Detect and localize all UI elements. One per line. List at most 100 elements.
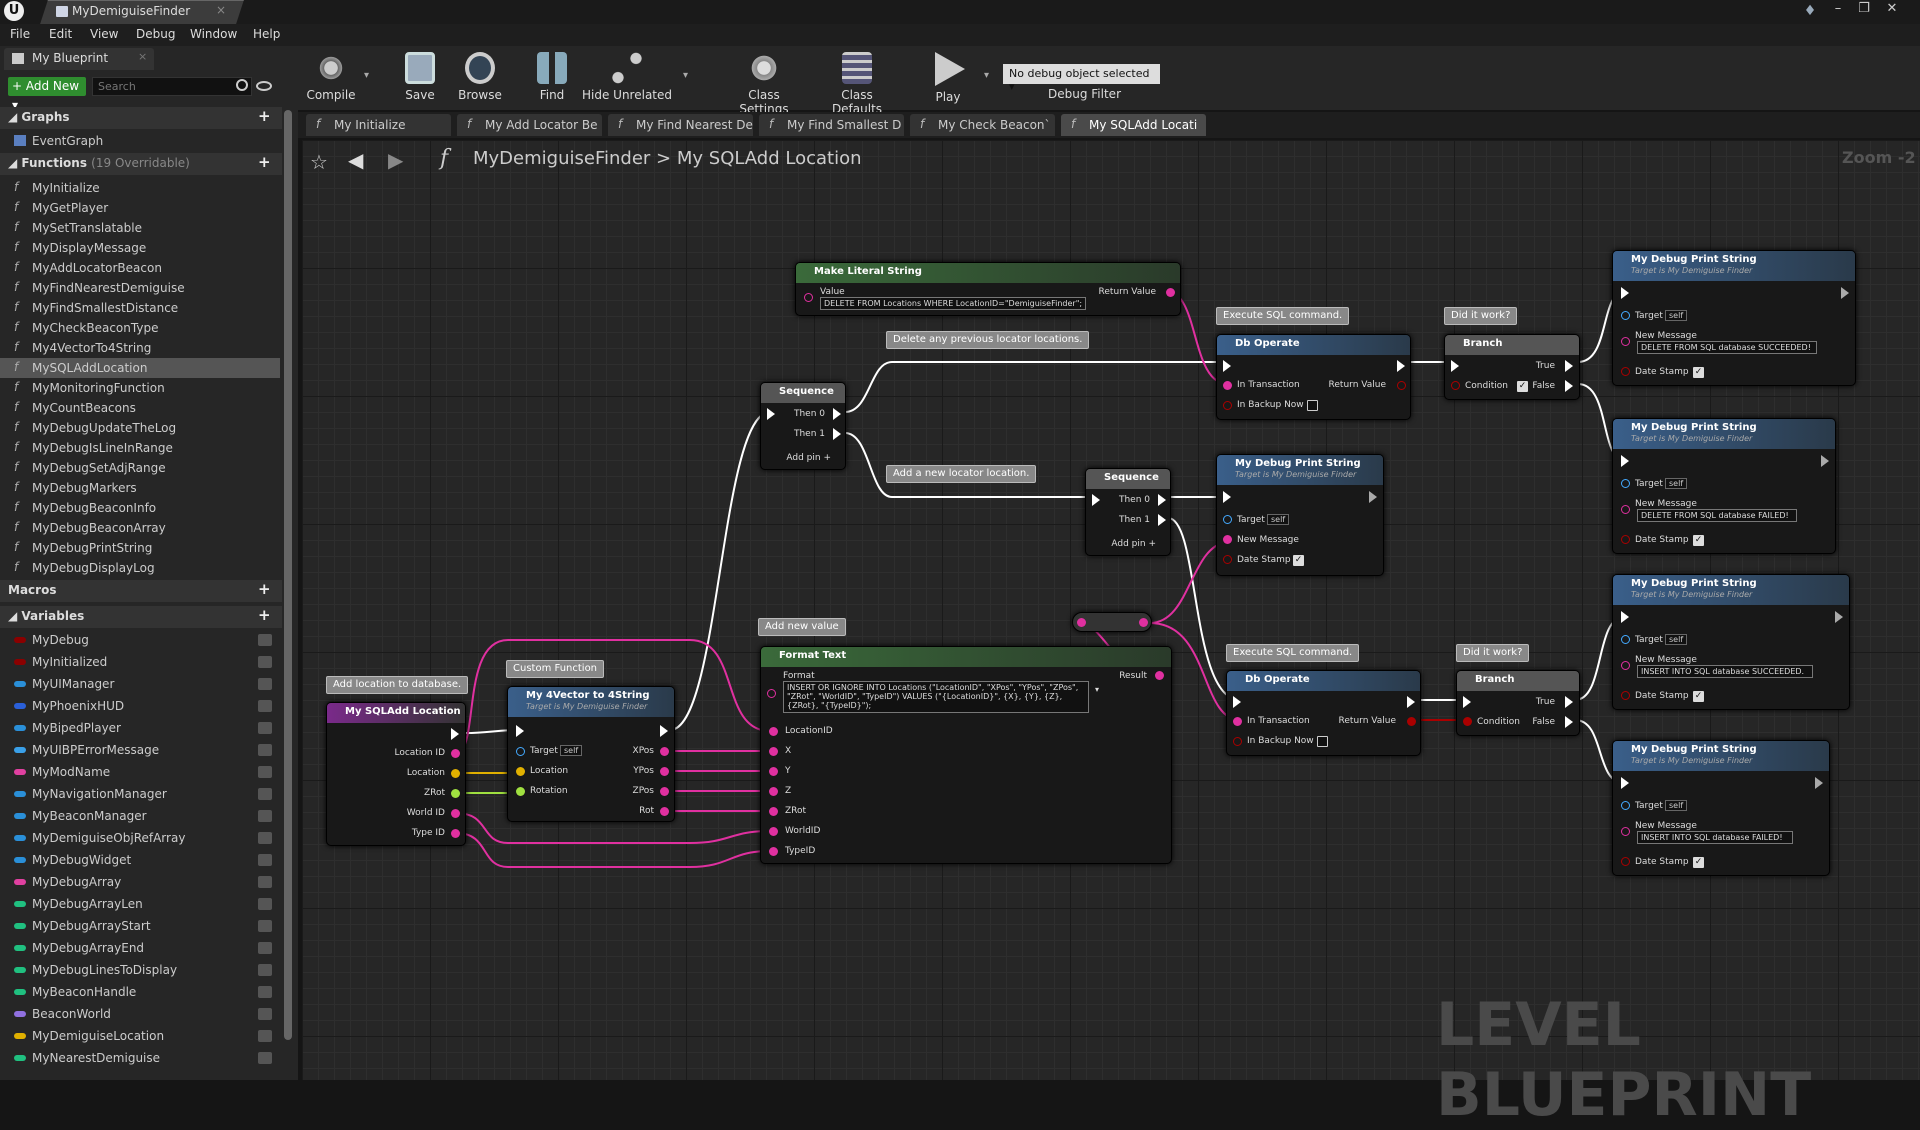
date-stamp-checkbox[interactable]: ✓ (1693, 857, 1704, 868)
variable-visibility-eye-icon[interactable] (258, 1030, 272, 1042)
variable-item[interactable]: MyDebugLinesToDisplay (0, 960, 280, 980)
exec-out-pin[interactable] (451, 728, 459, 740)
exec-in-pin[interactable] (1621, 287, 1629, 299)
variable-visibility-eye-icon[interactable] (258, 854, 272, 866)
pin-dot[interactable] (1166, 288, 1175, 297)
variable-item[interactable]: MyDemiguiseLocation (0, 1026, 280, 1046)
date-stamp-checkbox[interactable]: ✓ (1693, 535, 1704, 546)
pin-dot[interactable] (660, 767, 669, 776)
comment-custom-function[interactable]: Custom Function (506, 660, 605, 678)
find-button[interactable]: Find (532, 52, 572, 102)
pin-dot[interactable] (1155, 671, 1164, 680)
variable-visibility-eye-icon[interactable] (258, 722, 272, 734)
in-backup-now-checkbox[interactable] (1317, 736, 1328, 747)
add-pin-button[interactable]: Add pin + (1111, 539, 1156, 549)
function-item[interactable]: MyDebugBeaconArray (0, 518, 280, 538)
pin-dot[interactable] (1621, 827, 1630, 836)
debug-object-select[interactable]: No debug object selected ▾ (1003, 64, 1160, 93)
node-entry-my-sqladd-location[interactable]: My SQLAdd Location Location ID Location … (326, 702, 466, 846)
node-sequence-1[interactable]: Sequence Then 0 Then 1 Add pin + (760, 382, 846, 470)
pin-dot[interactable] (1223, 381, 1232, 390)
comment-did-it-work-1[interactable]: Did it work? (1444, 307, 1518, 325)
comment-add-new-value[interactable]: Add new value (758, 618, 846, 636)
add-graph-plus-icon[interactable]: + (258, 107, 271, 125)
self-value[interactable]: self (1665, 634, 1688, 645)
minimize-icon[interactable]: – (1834, 1, 1842, 16)
pin-dot[interactable] (769, 807, 778, 816)
condition-checkbox[interactable]: ✓ (1517, 381, 1528, 392)
add-pin-button[interactable]: Add pin + (786, 453, 831, 463)
variable-visibility-eye-icon[interactable] (258, 810, 272, 822)
function-item[interactable]: MyDebugBeaconInfo (0, 498, 280, 518)
message-input[interactable]: DELETE FROM SQL database SUCCEEDED! (1637, 341, 1817, 354)
pin-dot[interactable] (1621, 635, 1630, 644)
pin-dot[interactable] (660, 747, 669, 756)
feedback-icon[interactable]: ♦ (1803, 3, 1817, 19)
menu-view[interactable]: View (90, 27, 119, 41)
pin-dot[interactable] (1621, 801, 1630, 810)
node-branch-2[interactable]: Branch True Condition False (1456, 670, 1580, 736)
function-item[interactable]: MyCountBeacons (0, 398, 280, 418)
self-value[interactable]: self (1665, 310, 1688, 321)
comment-delete-previous[interactable]: Delete any previous locator locations. (886, 331, 1090, 349)
pin-dot[interactable] (1451, 381, 1460, 390)
date-stamp-checkbox[interactable]: ✓ (1693, 367, 1704, 378)
message-input[interactable]: DELETE FROM SQL database FAILED! (1637, 509, 1797, 522)
breadcrumb-root[interactable]: MyDemiguiseFinder (473, 148, 651, 169)
variable-visibility-eye-icon[interactable] (258, 920, 272, 932)
pin-dot[interactable] (660, 787, 669, 796)
exec-in-pin[interactable] (1092, 494, 1100, 506)
variable-item[interactable]: MyDebug (0, 630, 280, 650)
exec-in-pin[interactable] (767, 408, 775, 420)
exec-out-pin[interactable] (1565, 380, 1573, 392)
forward-arrow-icon[interactable]: ▶ (388, 148, 404, 172)
variable-visibility-eye-icon[interactable] (258, 986, 272, 998)
variable-item[interactable]: MyBipedPlayer (0, 718, 280, 738)
menu-edit[interactable]: Edit (49, 27, 73, 41)
date-stamp-checkbox[interactable]: ✓ (1693, 691, 1704, 702)
format-text-input[interactable]: INSERT OR IGNORE INTO Locations ("Locati… (783, 681, 1089, 713)
menu-help[interactable]: Help (253, 27, 281, 41)
menu-file[interactable]: File (10, 27, 31, 41)
compile-button[interactable]: Compile (306, 52, 356, 102)
exec-out-pin[interactable] (833, 428, 841, 440)
function-item[interactable]: MySetTranslatable (0, 218, 280, 238)
play-button[interactable]: Play (925, 52, 971, 104)
comment-add-location[interactable]: Add location to database. (326, 676, 469, 694)
node-branch-1[interactable]: Branch True Condition ✓ False (1444, 334, 1580, 400)
exec-in-pin[interactable] (1621, 455, 1629, 467)
menu-debug[interactable]: Debug (136, 27, 176, 41)
variable-visibility-eye-icon[interactable] (258, 656, 272, 668)
variable-item[interactable]: MyDebugArray (0, 872, 280, 892)
reroute-node[interactable] (1072, 612, 1152, 632)
variable-item[interactable]: MyModName (0, 762, 280, 782)
pin-dot[interactable] (1077, 618, 1086, 627)
exec-out-pin[interactable] (660, 725, 668, 737)
pin-dot[interactable] (1139, 618, 1148, 627)
menu-window[interactable]: Window (190, 27, 238, 41)
format-expand-chevron-icon[interactable]: ▾ (1095, 685, 1100, 694)
pin-dot[interactable] (1463, 717, 1472, 726)
variable-item[interactable]: MyInitialized (0, 652, 280, 672)
variable-visibility-eye-icon[interactable] (258, 788, 272, 800)
hide-unrelated-chevron-icon[interactable]: ▾ (683, 70, 689, 81)
pin-dot[interactable] (1621, 691, 1630, 700)
pin-dot[interactable] (1233, 737, 1242, 746)
self-value[interactable]: self (1267, 514, 1290, 525)
variable-item[interactable]: MyBeaconManager (0, 806, 280, 826)
exec-out-pin[interactable] (1835, 611, 1843, 623)
variable-item[interactable]: MyNearestDemiguise (0, 1048, 280, 1068)
variable-visibility-eye-icon[interactable] (258, 1008, 272, 1020)
pin-dot[interactable] (1621, 367, 1630, 376)
my-blueprint-tab[interactable] (4, 48, 154, 70)
pin-dot[interactable] (451, 809, 460, 818)
variable-visibility-eye-icon[interactable] (258, 678, 272, 690)
variable-visibility-eye-icon[interactable] (258, 876, 272, 888)
pin-dot[interactable] (660, 807, 669, 816)
pin-dot[interactable] (516, 787, 525, 796)
node-format-text[interactable]: Format Text Format INSERT OR IGNORE INTO… (760, 646, 1172, 864)
close-icon[interactable]: × (138, 50, 148, 63)
